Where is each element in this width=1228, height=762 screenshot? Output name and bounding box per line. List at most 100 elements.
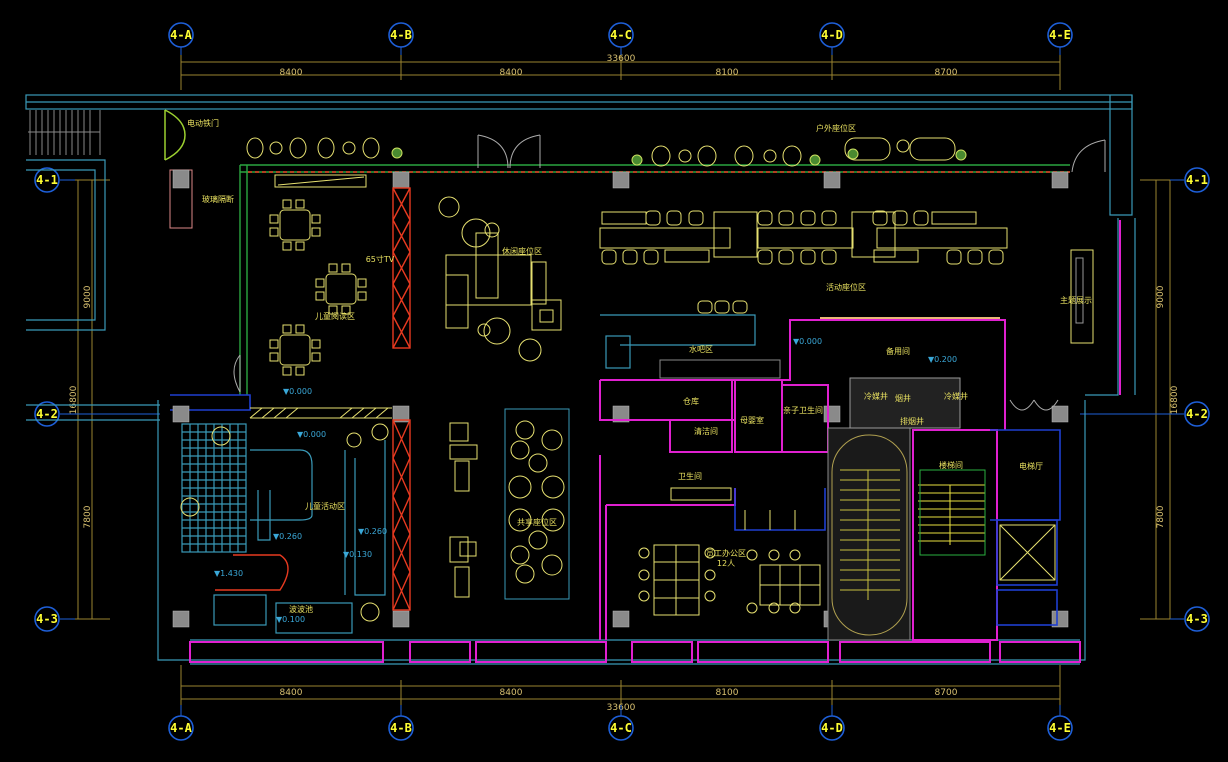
- label-restroom: 卫生间: [678, 471, 702, 481]
- label-stairwell: 楼梯间: [939, 460, 963, 470]
- svg-text:4-3: 4-3: [36, 612, 58, 626]
- stairwell-steps: [918, 469, 986, 556]
- kids-reading-tables: [269, 174, 367, 376]
- stair-oval: [827, 377, 961, 641]
- bottom-dimension-lines: [180, 665, 1061, 712]
- svg-text:4-1: 4-1: [1186, 173, 1208, 187]
- chair: [946, 249, 962, 265]
- dim-top-bc: 8400: [500, 68, 523, 78]
- leisure-seating-furniture: [438, 196, 562, 362]
- chair: [645, 210, 661, 226]
- label-outdoor-seating: 户外座位区: [816, 123, 856, 133]
- svg-text:4-C: 4-C: [610, 721, 632, 735]
- doors: [164, 109, 1106, 411]
- dim-top-de: 8700: [935, 68, 958, 78]
- staff-office-furniture: [638, 544, 821, 616]
- chair: [872, 210, 888, 226]
- dim-left-23: 7800: [83, 505, 93, 528]
- label-elevator-hall: 电梯厅: [1019, 461, 1043, 471]
- axis-bubble-4e-top: 4-E: [1047, 22, 1073, 48]
- axis-leaders: [60, 47, 1184, 716]
- axis-bubble-4c-top: 4-C: [608, 22, 634, 48]
- chair: [821, 249, 837, 265]
- dim-bottom-ab: 8400: [280, 688, 303, 698]
- label-kids-activity: 儿童活动区: [305, 501, 345, 511]
- stool: [714, 300, 730, 314]
- chair: [688, 210, 704, 226]
- planters: [391, 147, 967, 166]
- svg-text:4-1: 4-1: [36, 173, 58, 187]
- axis-bubble-43-right: 4-3: [1184, 606, 1210, 632]
- axis-bubble-41-right: 4-1: [1184, 167, 1210, 193]
- axis-bubble-4c-bottom: 4-C: [608, 715, 634, 741]
- label-refrigerant-shaft-1: 冷媒井: [864, 391, 888, 401]
- bench: [873, 249, 919, 263]
- chair: [988, 249, 1004, 265]
- label-family-restroom: 亲子卫生间: [783, 405, 823, 415]
- dim-right-total: 16800: [1170, 385, 1180, 414]
- label-smoke-shaft: 烟井: [895, 393, 911, 403]
- outdoor-seating: [246, 137, 956, 167]
- structural-columns: [172, 169, 1069, 628]
- axis-bubble-4e-bottom: 4-E: [1047, 715, 1073, 741]
- svg-text:4-D: 4-D: [821, 721, 843, 735]
- label-theme-display: 主题展示: [1060, 295, 1092, 305]
- chair: [892, 210, 908, 226]
- table: [757, 227, 854, 249]
- axis-bubble-4b-top: 4-B: [388, 22, 414, 48]
- chair: [778, 210, 794, 226]
- chair: [757, 249, 773, 265]
- stool: [732, 300, 748, 314]
- service-rooms-walls: [599, 314, 1061, 641]
- table: [876, 227, 1008, 249]
- chair: [800, 249, 816, 265]
- svg-text:4-B: 4-B: [390, 28, 412, 42]
- svg-text:4-2: 4-2: [1186, 407, 1208, 421]
- axis-bubble-43-left: 4-3: [34, 606, 60, 632]
- axis-bubble-4b-bottom: 4-B: [388, 715, 414, 741]
- theme-display-stand: [1070, 249, 1094, 344]
- label-glass-partition: 玻璃隔断: [202, 194, 234, 204]
- level-platform: ▼1.430: [214, 569, 243, 578]
- exterior-walls: [157, 164, 1136, 665]
- chair: [666, 210, 682, 226]
- chair: [778, 249, 794, 265]
- label-cleaning-room: 清洁间: [694, 426, 718, 436]
- svg-text:4-E: 4-E: [1049, 28, 1071, 42]
- level-spare-room: ▼0.200: [928, 355, 957, 364]
- tv-wall-truss: [392, 187, 411, 611]
- label-activity-seating: 活动座位区: [826, 282, 866, 292]
- bench: [931, 211, 977, 225]
- dim-left-12: 9000: [83, 285, 93, 308]
- level-ramp: ▼0.130: [343, 550, 372, 559]
- label-leisure-seating: 休闲座位区: [502, 246, 542, 256]
- label-nursing-room: 母婴室: [740, 415, 764, 425]
- dim-right-12: 9000: [1156, 285, 1166, 308]
- activity-seating-tables: [599, 210, 1008, 314]
- dim-right-23: 7800: [1156, 505, 1166, 528]
- chair: [913, 210, 929, 226]
- axis-bubble-4d-top: 4-D: [819, 22, 845, 48]
- axis-bubble-4a-top: 4-A: [168, 22, 194, 48]
- kids-room-partition: [249, 407, 392, 419]
- chair: [821, 210, 837, 226]
- kids-activity-area: [180, 423, 389, 634]
- chair: [757, 210, 773, 226]
- dim-bottom-bc: 8400: [500, 688, 523, 698]
- dim-bottom-de: 8700: [935, 688, 958, 698]
- dim-top-total: 33600: [607, 54, 636, 64]
- dim-left-total: 16800: [69, 385, 79, 414]
- axis-bubble-42-right: 4-2: [1184, 401, 1210, 427]
- label-storage: 仓库: [683, 396, 699, 406]
- dim-top-cd: 8100: [716, 68, 739, 78]
- canopy-glass-band: [25, 94, 1133, 421]
- table: [599, 227, 731, 249]
- stool: [697, 300, 713, 314]
- level-slide-right: ▼0.260: [358, 527, 387, 536]
- svg-text:4-C: 4-C: [610, 28, 632, 42]
- svg-text:4-E: 4-E: [1049, 721, 1071, 735]
- label-water-bar: 水吧区: [689, 344, 713, 354]
- label-staff-office: 员工办公区: [706, 548, 746, 558]
- bottom-glazing: [189, 641, 1081, 663]
